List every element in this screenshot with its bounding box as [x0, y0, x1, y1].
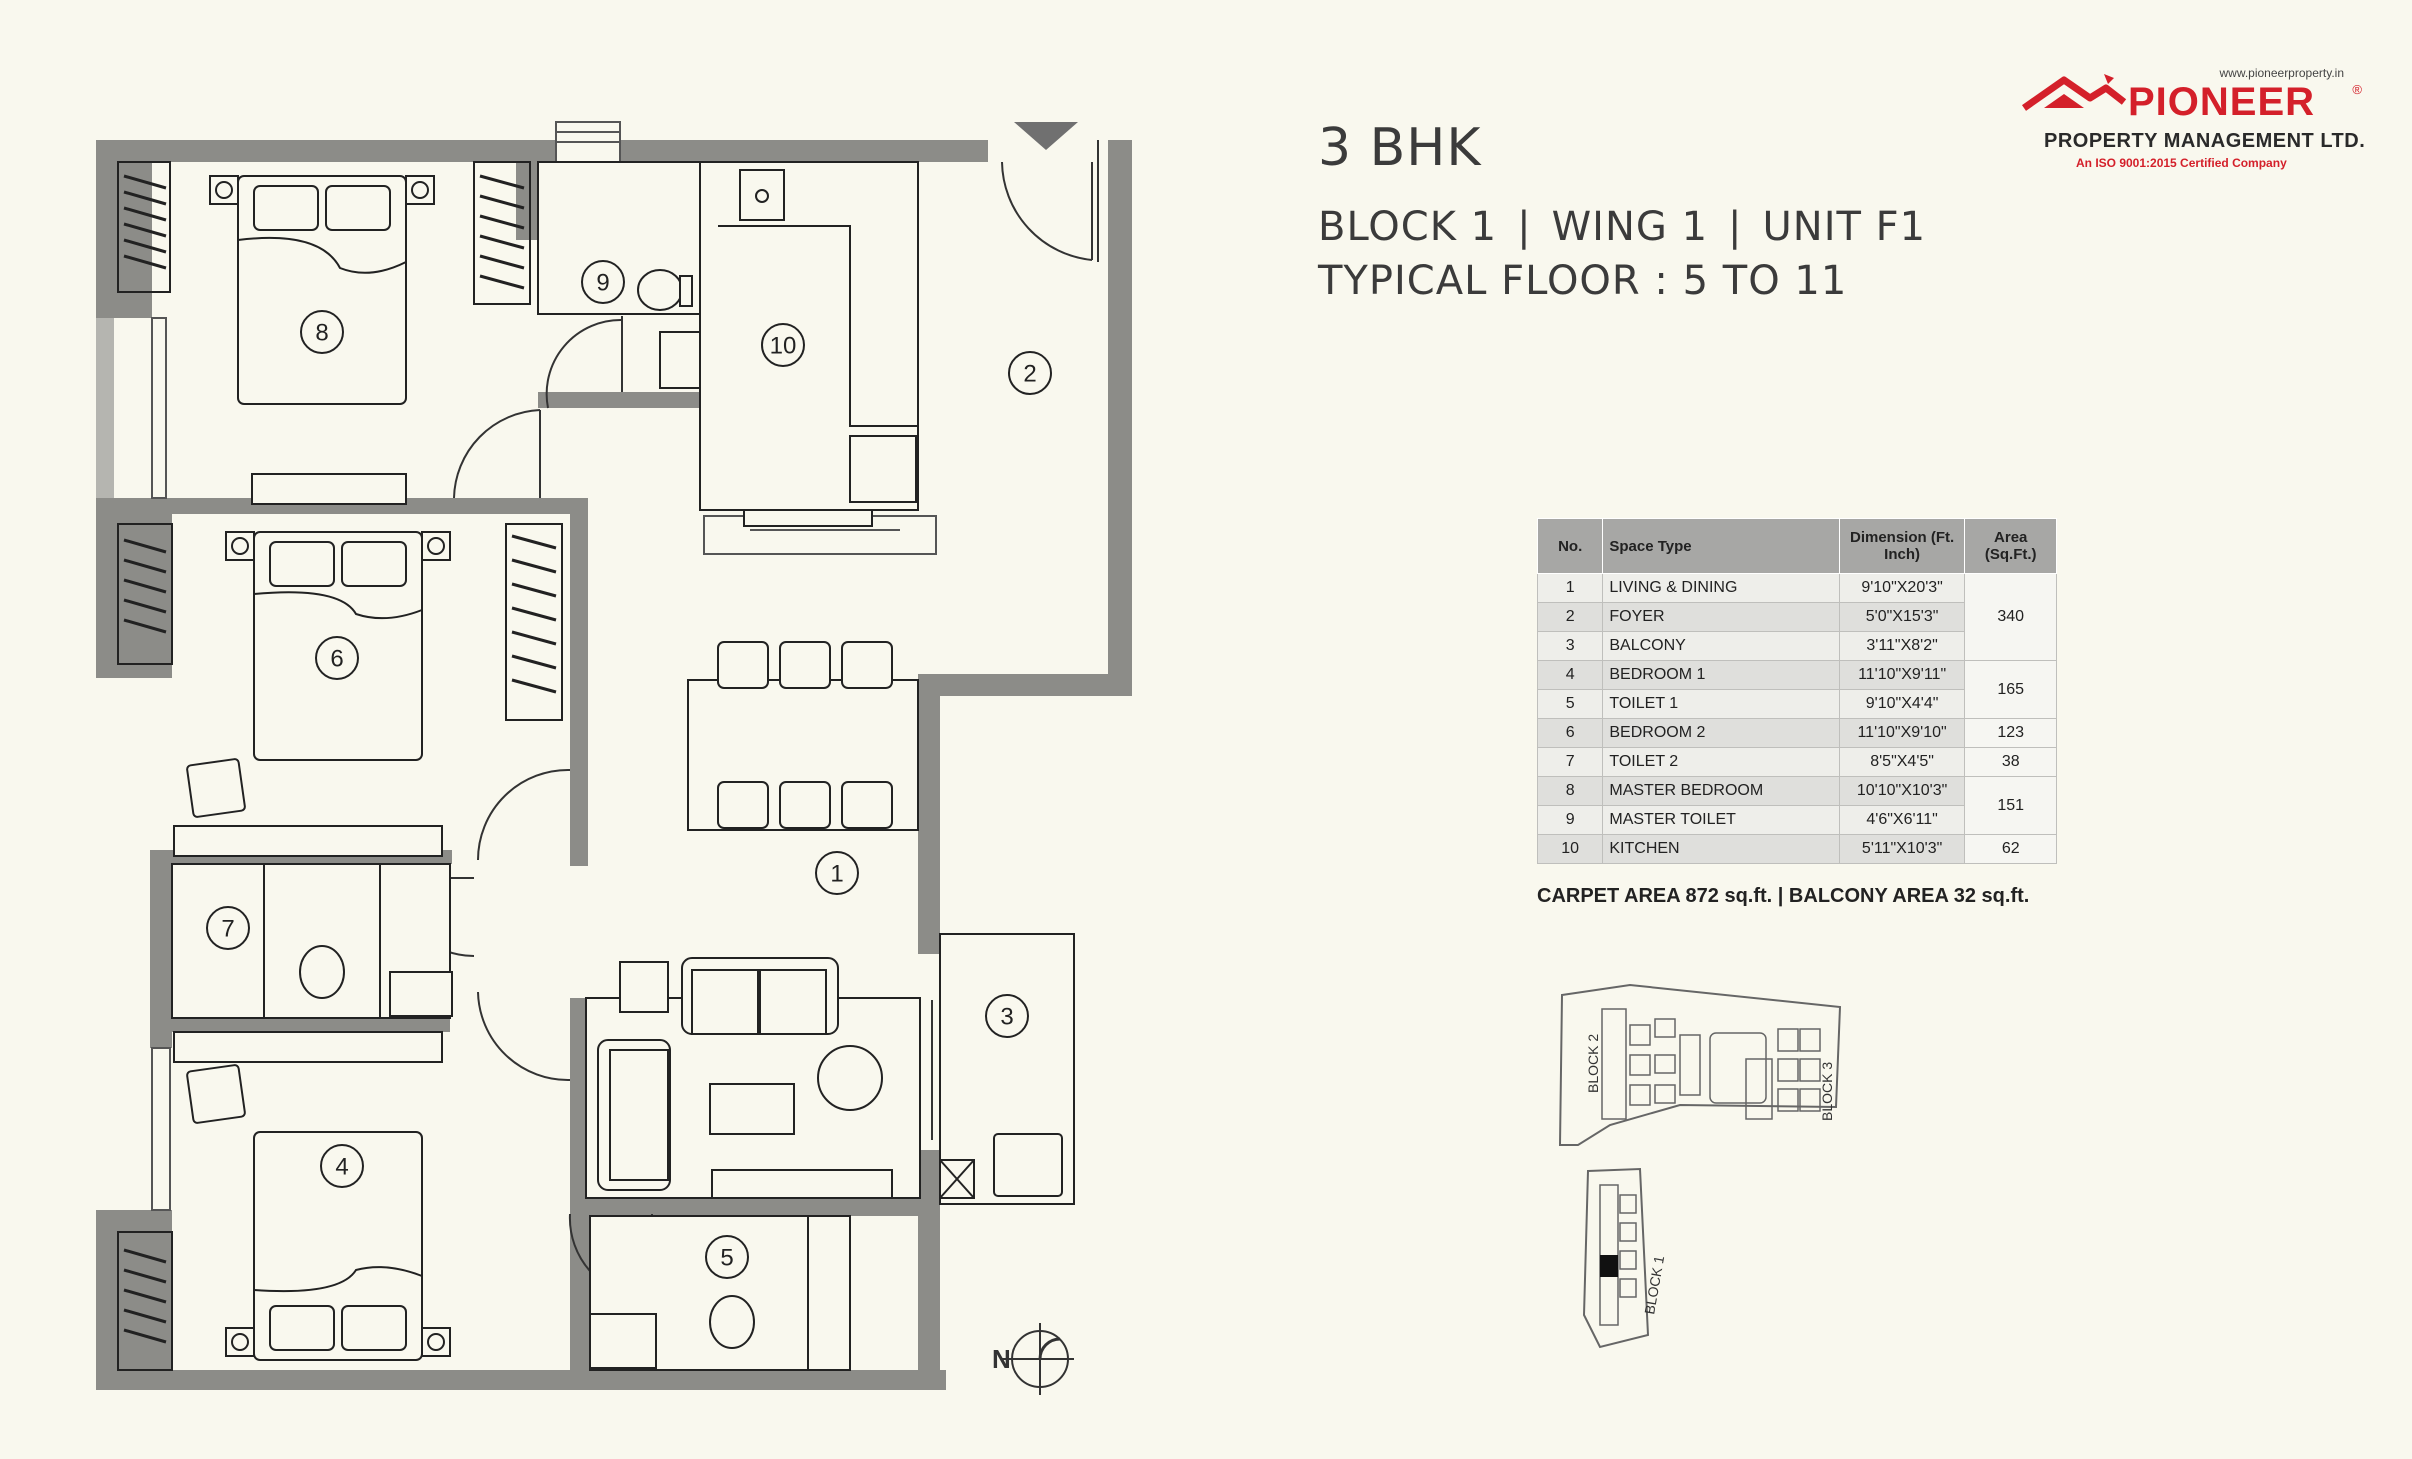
- room-label-7: 7: [221, 916, 234, 943]
- north-compass-icon: [1000, 1323, 1074, 1395]
- room-label-10: 10: [770, 333, 797, 360]
- separator: |: [1517, 204, 1532, 250]
- key-plan: BLOCK 2 BLOCK 3 BLOCK 1: [1558, 983, 1842, 1349]
- row-dimension: 11'10"X9'11": [1838, 660, 1966, 690]
- table-row: 3 BALCONY 3'11"X8'2": [1536, 631, 2057, 661]
- row-space: BEDROOM 2: [1602, 718, 1840, 748]
- row-dimension: 5'0"X15'3": [1838, 602, 1966, 632]
- company-name: PROPERTY MANAGEMENT LTD.: [2044, 130, 2366, 152]
- header-area: Area (Sq.Ft.): [1964, 518, 2057, 574]
- row-no: 10: [1536, 834, 1604, 864]
- row-space: TOILET 1: [1602, 689, 1840, 719]
- row-area: 62: [1964, 834, 2057, 864]
- row-area: 38: [1964, 747, 2057, 777]
- row-area: 151: [1964, 776, 2057, 835]
- row-space: BALCONY: [1602, 631, 1840, 661]
- brand-name: PIONEER: [2128, 80, 2316, 124]
- unit-location-marker: [1600, 1255, 1618, 1277]
- website-url: www.pioneerproperty.in: [2219, 66, 2344, 80]
- room-label-4: 4: [335, 1154, 348, 1181]
- floor-label: TYPICAL FLOOR : 5 TO 11: [1318, 258, 1848, 304]
- room-label-2: 2: [1023, 361, 1036, 388]
- table-row: 5 TOILET 1 9'10"X4'4": [1536, 689, 2057, 719]
- row-no: 4: [1536, 660, 1604, 690]
- row-area: 165: [1964, 660, 2057, 719]
- row-dimension: 8'5"X4'5": [1838, 747, 1966, 777]
- row-dimension: 4'6"X6'11": [1838, 805, 1966, 835]
- row-no: 1: [1536, 573, 1604, 603]
- row-dimension: 10'10"X10'3": [1838, 776, 1966, 806]
- room-label-8: 8: [315, 320, 328, 347]
- row-space: TOILET 2: [1602, 747, 1840, 777]
- row-area: 340: [1964, 573, 2057, 661]
- table-row: 2 FOYER 5'0"X15'3": [1536, 602, 2057, 632]
- unit-type-title: 3 BHK: [1318, 118, 1482, 178]
- floor-plan: 1 2 3 4 5 6 7 8 9 10 N: [96, 121, 1132, 1395]
- beds: [173, 175, 451, 1361]
- hangers: [123, 174, 557, 1344]
- header-no: No.: [1536, 518, 1604, 574]
- row-no: 6: [1536, 718, 1604, 748]
- row-no: 8: [1536, 776, 1604, 806]
- room-label-6: 6: [330, 646, 343, 673]
- row-no: 5: [1536, 689, 1604, 719]
- table-row: 4 BEDROOM 1 11'10"X9'11" 165: [1536, 660, 2057, 719]
- company-logo: www.pioneerproperty.in PIONEER ® PROPERT…: [2020, 60, 2372, 170]
- block-2-label: BLOCK 2: [1585, 1034, 1601, 1093]
- room-label-5: 5: [720, 1245, 733, 1272]
- table-row: 9 MASTER TOILET 4'6"X6'11": [1536, 805, 2057, 835]
- row-space: KITCHEN: [1602, 834, 1840, 864]
- row-dimension: 9'10"X4'4": [1838, 689, 1966, 719]
- table-row: 6 BEDROOM 2 11'10"X9'10" 123: [1536, 718, 2057, 748]
- row-space: LIVING & DINING: [1602, 573, 1840, 603]
- row-space: MASTER TOILET: [1602, 805, 1840, 835]
- room-label-1: 1: [830, 861, 843, 888]
- row-no: 2: [1536, 602, 1604, 632]
- north-label: N: [992, 1344, 1011, 1374]
- block-label: BLOCK 1: [1318, 204, 1498, 250]
- separator: |: [1728, 204, 1743, 250]
- row-dimension: 3'11"X8'2": [1838, 631, 1966, 661]
- wardrobes: [117, 161, 563, 1371]
- area-summary: CARPET AREA 872 sq.ft. | BALCONY AREA 32…: [1537, 885, 2030, 907]
- table-row: 1 LIVING & DINING 9'10"X20'3" 340: [1536, 573, 2057, 661]
- header-dimension: Dimension (Ft. Inch): [1838, 518, 1966, 574]
- row-no: 7: [1536, 747, 1604, 777]
- room-number-markers: [206, 260, 1052, 1279]
- area-table: No. Space Type Dimension (Ft. Inch) Area…: [1536, 518, 2057, 864]
- entry-arrow-icon: [1014, 122, 1078, 150]
- iso-certification: An ISO 9001:2015 Certified Company: [2076, 156, 2287, 170]
- wing-label: WING 1: [1551, 204, 1709, 250]
- table-row: 8 MASTER BEDROOM 10'10"X10'3" 151: [1536, 776, 2057, 835]
- room-label-3: 3: [1000, 1004, 1013, 1031]
- block-3-label: BLOCK 3: [1819, 1062, 1835, 1121]
- row-space: BEDROOM 1: [1602, 660, 1840, 690]
- row-space: MASTER BEDROOM: [1602, 776, 1840, 806]
- row-dimension: 11'10"X9'10": [1838, 718, 1966, 748]
- room-label-9: 9: [596, 270, 609, 297]
- row-no: 3: [1536, 631, 1604, 661]
- table-row: 7 TOILET 2 8'5"X4'5" 38: [1536, 747, 2057, 777]
- house-roof-icon: [2021, 74, 2127, 111]
- row-space: FOYER: [1602, 602, 1840, 632]
- row-dimension: 5'11"X10'3": [1838, 834, 1966, 864]
- row-area: 123: [1964, 718, 2057, 748]
- header-space-type: Space Type: [1602, 518, 1840, 574]
- furniture: [585, 641, 1075, 1205]
- fixtures: [171, 161, 919, 1371]
- row-dimension: 9'10"X20'3": [1838, 573, 1966, 603]
- row-no: 9: [1536, 805, 1604, 835]
- unit-label: UNIT F1: [1762, 204, 1927, 250]
- table-row: 10 KITCHEN 5'11"X10'3" 62: [1536, 834, 2057, 864]
- table-header-row: No. Space Type Dimension (Ft. Inch) Area…: [1536, 518, 2057, 574]
- unit-location: BLOCK 1 | WING 1 | UNIT F1: [1318, 204, 1926, 250]
- registered-mark: ®: [2352, 82, 2362, 97]
